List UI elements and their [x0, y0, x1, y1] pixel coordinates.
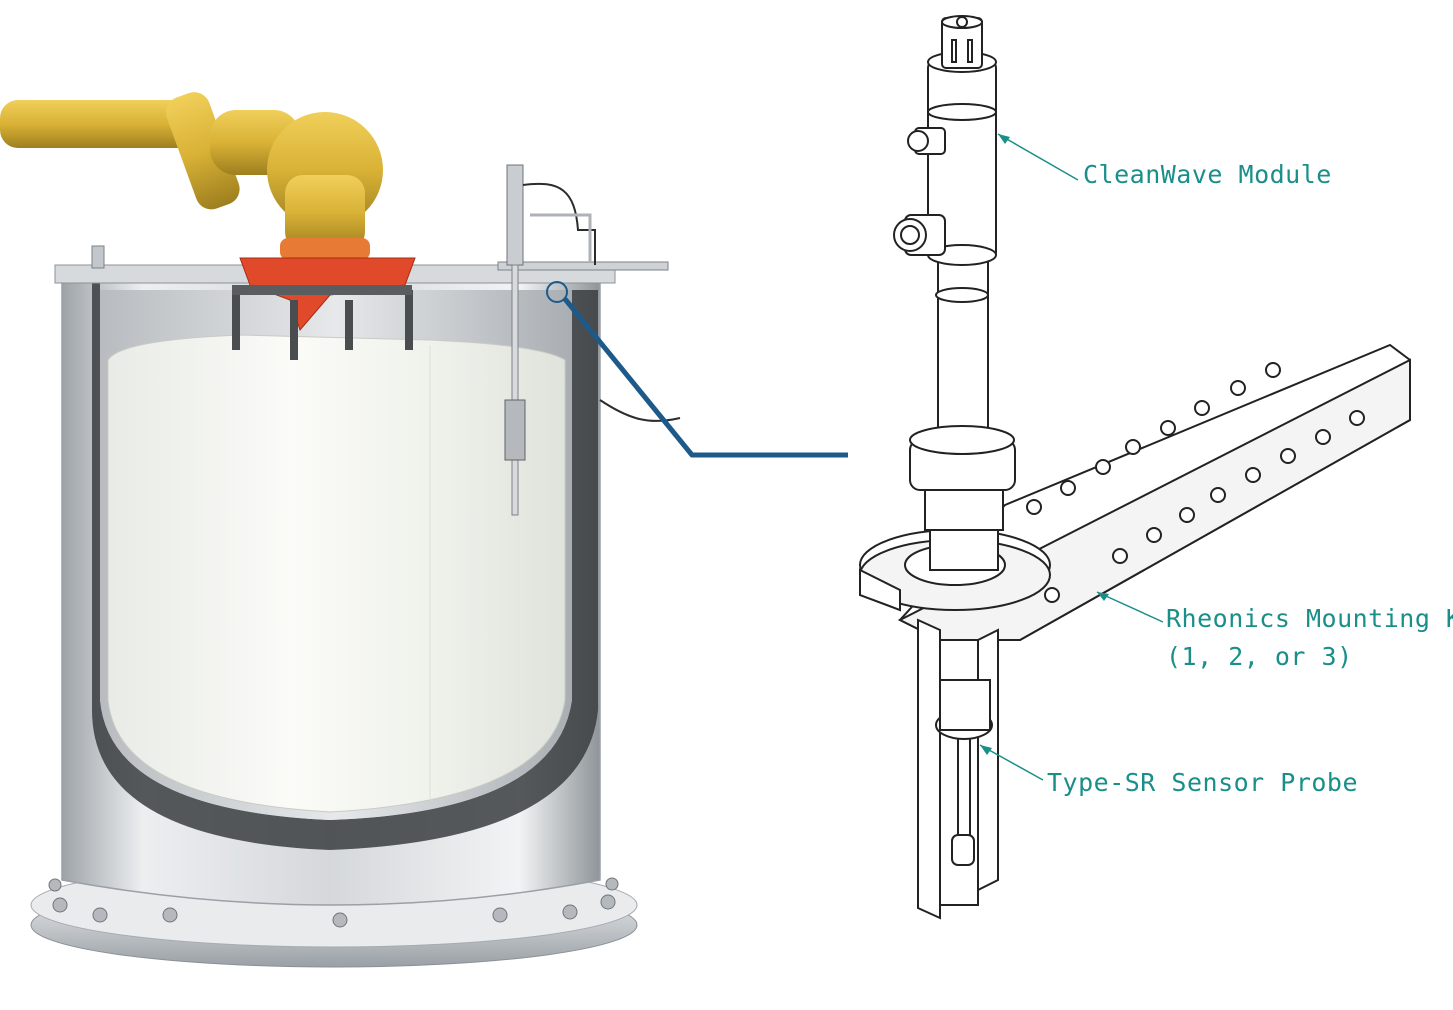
tank-jacket	[92, 280, 598, 850]
detail-connector	[546, 281, 848, 458]
cleanwave-module-label: CleanWave Module	[1083, 160, 1332, 189]
cleanwave-leader	[997, 133, 1079, 181]
leader-lines	[979, 133, 1164, 781]
sensor-probe-leader	[979, 744, 1044, 781]
tank-sensor-probe	[497, 164, 681, 516]
cleanwave-module-head	[893, 15, 997, 303]
mounting-kit-label: Rheonics Mounting Kit	[1166, 604, 1453, 633]
probe-lower	[917, 618, 999, 920]
robot-arm	[0, 92, 383, 260]
cleanwave-shaft	[909, 254, 1016, 571]
mounting-kit-options-label: (1, 2, or 3)	[1166, 642, 1353, 671]
mounting-kit-leader	[1096, 591, 1164, 623]
tank-illustration	[0, 92, 681, 968]
gripper	[232, 257, 416, 360]
exploded-view	[859, 15, 1411, 920]
sensor-probe-label: Type-SR Sensor Probe	[1047, 768, 1359, 797]
tank-fluid	[107, 334, 566, 813]
